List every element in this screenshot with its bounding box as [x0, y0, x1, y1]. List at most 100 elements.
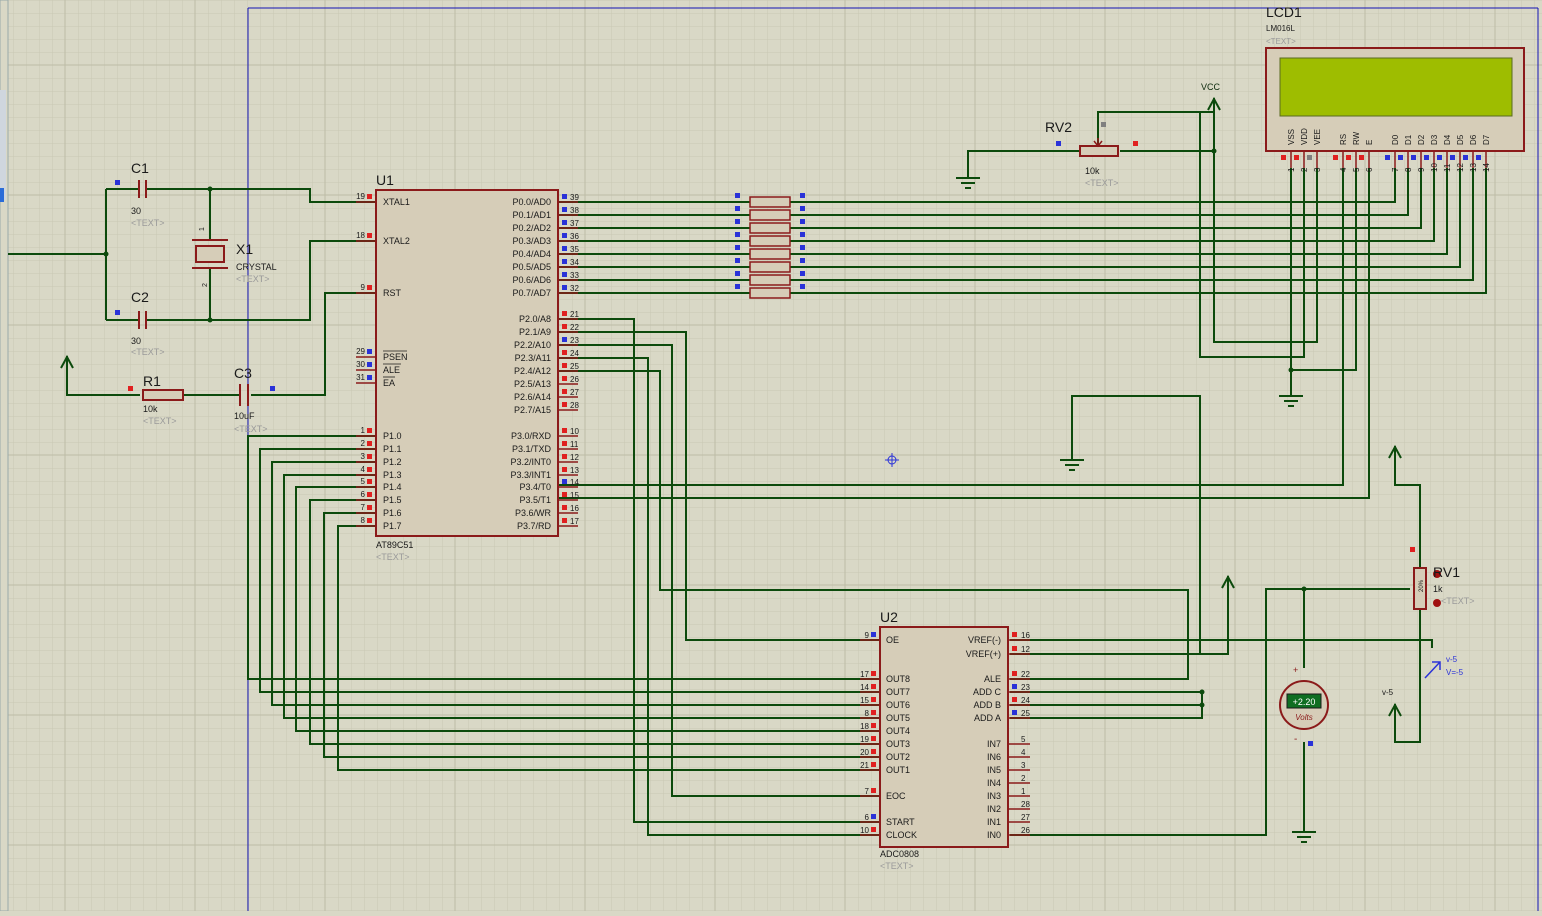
lcd-pin-d0[interactable]: D07 [1385, 134, 1400, 172]
lcd-pin-d2[interactable]: D29 [1411, 134, 1426, 172]
u1-pin-p1-1[interactable]: 2P1.1 [356, 439, 402, 454]
decrement-button-icon[interactable] [1433, 599, 1441, 607]
lcd-pin-rs[interactable]: RS4 [1333, 134, 1348, 172]
resistor-array[interactable] [735, 193, 805, 299]
u1-pin-p1-3[interactable]: 4P1.3 [356, 465, 402, 480]
resistor-6[interactable] [735, 258, 805, 273]
r1-resistor[interactable]: R1 10k <TEXT> [128, 373, 184, 426]
resistor-5[interactable] [735, 245, 805, 260]
resistor-3[interactable] [735, 219, 805, 234]
u1-pin-p1-5[interactable]: 6P1.5 [356, 490, 402, 505]
c3-capacitor[interactable]: C3 10uF <TEXT> [234, 365, 275, 434]
u1-pin-p1-2[interactable]: 3P1.2 [356, 452, 402, 467]
u1-pin-p1-4[interactable]: 5P1.4 [356, 477, 402, 492]
voltage-probe[interactable]: v-5 V=-5 [1424, 655, 1464, 679]
x1-crystal[interactable]: 1 2 X1 CRYSTAL <TEXT> [192, 227, 277, 287]
u1-microcontroller[interactable]: U1 AT89C51 <TEXT> 19XTAL118XTAL29RST29PS… [356, 172, 579, 562]
u1-pin-p1-0[interactable]: 1P1.0 [356, 426, 402, 441]
rv1-potentiometer[interactable]: 20% RV1 1k <TEXT> [1410, 547, 1475, 610]
c2-capacitor[interactable]: C2 30 <TEXT> [115, 289, 165, 357]
lcd-pin-e[interactable]: E6 [1359, 140, 1374, 172]
lcd-pin-rw[interactable]: RW5 [1346, 131, 1361, 172]
resistor-7[interactable] [735, 271, 805, 286]
u1-pin-p1-6[interactable]: 7P1.6 [356, 503, 402, 518]
rv2-potentiometer[interactable]: RV2 10k <TEXT> [1045, 119, 1138, 188]
u2-body[interactable] [879, 626, 1009, 848]
resistor-1[interactable] [735, 193, 805, 208]
u1-pin-p1-7[interactable]: 8P1.7 [356, 516, 402, 531]
resistor-8[interactable] [735, 284, 805, 299]
c1-capacitor[interactable]: C1 30 <TEXT> [115, 160, 165, 228]
lcd1-display[interactable]: LCD1 LM016L <TEXT> VSS1VDD2VEE3RS4RW5E6D… [1265, 4, 1525, 172]
dc-voltmeter[interactable]: +2.20 Volts + - [1279, 665, 1329, 746]
lcd-pin-d1[interactable]: D18 [1398, 134, 1413, 172]
increment-button-icon[interactable] [1433, 570, 1441, 578]
resistor-4[interactable] [735, 232, 805, 247]
